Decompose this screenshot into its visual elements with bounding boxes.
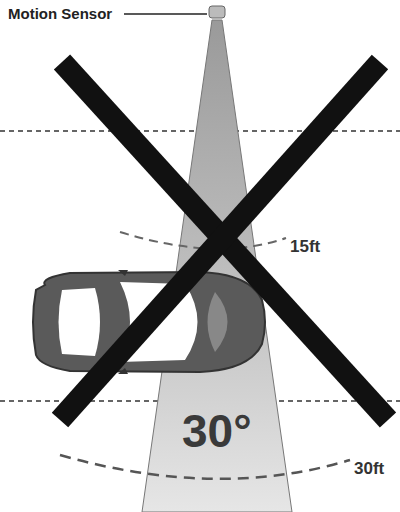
distance-label: 30ft [354, 460, 384, 477]
sensor-body [209, 6, 225, 18]
angle-label: 30° [182, 408, 252, 454]
sensor-label: Motion Sensor [8, 6, 112, 21]
leader-line [124, 13, 207, 15]
distance-label: 15ft [290, 238, 320, 255]
detection-cone [142, 20, 292, 512]
cross-mark [60, 62, 380, 420]
range-arc [60, 455, 350, 479]
